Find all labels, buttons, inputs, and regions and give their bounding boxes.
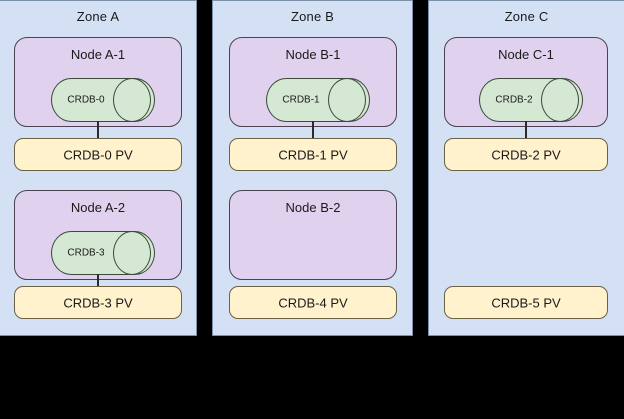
pod-crdb-0[interactable]: CRDB-0 bbox=[51, 78, 155, 122]
pv-box-crdb-5[interactable]: CRDB-5 PV bbox=[444, 286, 608, 319]
node-box-b-1[interactable]: Node B-1 CRDB-1 bbox=[229, 37, 397, 127]
pv-label-crdb-3: CRDB-3 PV bbox=[63, 295, 133, 310]
node-box-a-1[interactable]: Node A-1 CRDB-0 bbox=[14, 37, 182, 127]
pod-crdb-1[interactable]: CRDB-1 bbox=[266, 78, 370, 122]
pod-label-crdb-3: CRDB-3 bbox=[67, 247, 105, 259]
cylinder-cap-icon bbox=[328, 78, 366, 122]
node-label-b-2: Node B-2 bbox=[285, 200, 341, 215]
pv-label-crdb-5: CRDB-5 PV bbox=[491, 295, 561, 310]
connector-crdb-1-to-pv bbox=[312, 121, 314, 139]
zone-title-b: Zone B bbox=[290, 9, 335, 24]
pv-box-crdb-3[interactable]: CRDB-3 PV bbox=[14, 286, 182, 319]
node-box-b-2[interactable]: Node B-2 bbox=[229, 190, 397, 280]
zone-panel-c[interactable]: Zone C Node C-1 CRDB-2 CRDB-2 PV CRDB-5 … bbox=[428, 0, 624, 336]
cylinder-cap-icon bbox=[113, 231, 151, 275]
pv-label-crdb-4: CRDB-4 PV bbox=[278, 295, 348, 310]
node-label-c-1: Node C-1 bbox=[498, 47, 554, 62]
connector-crdb-3-to-pv bbox=[97, 274, 99, 292]
pod-label-crdb-1: CRDB-1 bbox=[282, 94, 320, 106]
pod-crdb-3[interactable]: CRDB-3 bbox=[51, 231, 155, 275]
pv-label-crdb-0: CRDB-0 PV bbox=[63, 147, 133, 162]
pod-label-crdb-2: CRDB-2 bbox=[495, 94, 533, 106]
cylinder-cap-icon bbox=[113, 78, 151, 122]
pv-label-crdb-1: CRDB-1 PV bbox=[278, 147, 348, 162]
cylinder-cap-icon bbox=[541, 78, 579, 122]
pv-box-crdb-0[interactable]: CRDB-0 PV bbox=[14, 138, 182, 171]
node-box-a-2[interactable]: Node A-2 CRDB-3 bbox=[14, 190, 182, 280]
zone-panel-b[interactable]: Zone B Node B-1 CRDB-1 CRDB-1 PV Node B-… bbox=[212, 0, 413, 336]
pv-label-crdb-2: CRDB-2 PV bbox=[491, 147, 561, 162]
pv-box-crdb-2[interactable]: CRDB-2 PV bbox=[444, 138, 608, 171]
zone-panel-a[interactable]: Zone A Node A-1 CRDB-0 CRDB-0 PV Node A-… bbox=[0, 0, 197, 336]
node-label-b-1: Node B-1 bbox=[285, 47, 341, 62]
connector-crdb-0-to-pv bbox=[97, 121, 99, 139]
pv-box-crdb-1[interactable]: CRDB-1 PV bbox=[229, 138, 397, 171]
node-label-a-1: Node A-1 bbox=[70, 47, 126, 62]
pod-label-crdb-0: CRDB-0 bbox=[67, 94, 105, 106]
node-box-c-1[interactable]: Node C-1 CRDB-2 bbox=[444, 37, 608, 127]
zone-title-a: Zone A bbox=[76, 9, 120, 24]
node-label-a-2: Node A-2 bbox=[70, 200, 126, 215]
pod-crdb-2[interactable]: CRDB-2 bbox=[479, 78, 583, 122]
connector-crdb-2-to-pv bbox=[525, 121, 527, 139]
pv-box-crdb-4[interactable]: CRDB-4 PV bbox=[229, 286, 397, 319]
zone-title-c: Zone C bbox=[504, 9, 549, 24]
